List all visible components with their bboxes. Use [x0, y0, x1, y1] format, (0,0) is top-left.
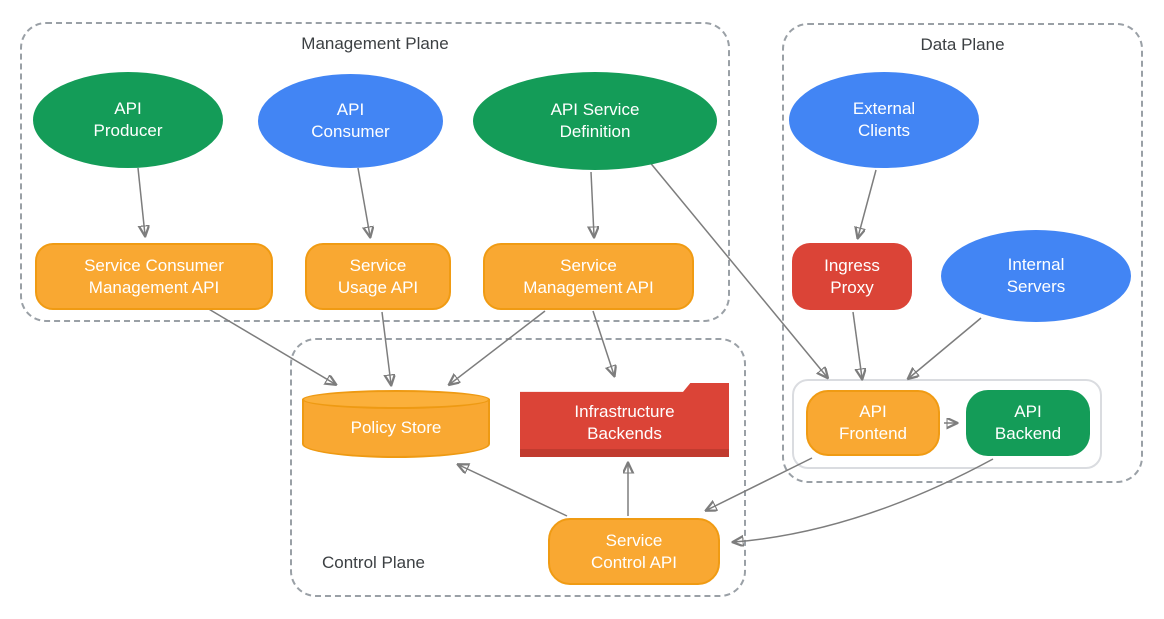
node-service-control-api-label: Service Control API: [591, 530, 677, 572]
node-ingress-proxy-label: Ingress Proxy: [824, 255, 880, 297]
node-api-producer: API Producer: [33, 72, 223, 168]
node-api-consumer-label: API Consumer: [311, 100, 390, 141]
node-api-backend-label: API Backend: [994, 402, 1062, 443]
node-service-usage-api-label: Service Usage API: [337, 255, 419, 297]
node-infrastructure-backends-label: Infrastructure Backends: [574, 402, 675, 443]
control-plane-title: Control Plane: [322, 553, 426, 572]
node-service-management-api: Service Management API: [483, 243, 694, 310]
node-api-service-definition-label: API Service Definition: [550, 100, 640, 141]
data-plane-title: Data Plane: [920, 35, 1005, 54]
node-api-producer-label: API Producer: [93, 99, 163, 140]
node-service-control-api: Service Control API: [548, 518, 720, 585]
node-external-clients: External Clients: [789, 72, 979, 168]
node-internal-servers-label: Internal Servers: [1006, 255, 1066, 296]
node-api-backend: API Backend: [966, 390, 1090, 456]
node-service-management-api-label: Service Management API: [523, 255, 654, 297]
node-infrastructure-backends: Infrastructure Backends: [520, 383, 729, 457]
node-api-frontend-label: API Frontend: [838, 402, 908, 443]
node-external-clients-label: External Clients: [852, 99, 916, 140]
management-plane-title: Management Plane: [301, 34, 449, 53]
node-ingress-proxy: Ingress Proxy: [792, 243, 912, 310]
node-policy-store-label: Policy Store: [350, 418, 442, 437]
node-service-usage-api: Service Usage API: [305, 243, 451, 310]
node-internal-servers: Internal Servers: [941, 230, 1131, 322]
policy-store-cylinder-top: [302, 390, 490, 409]
node-service-consumer-management-api: Service Consumer Management API: [35, 243, 273, 310]
node-service-consumer-management-api-label: Service Consumer Management API: [84, 255, 224, 297]
node-api-frontend: API Frontend: [806, 390, 940, 456]
node-api-consumer: API Consumer: [258, 74, 443, 168]
node-policy-store: Policy Store: [302, 390, 490, 458]
node-api-service-definition: API Service Definition: [473, 72, 717, 170]
